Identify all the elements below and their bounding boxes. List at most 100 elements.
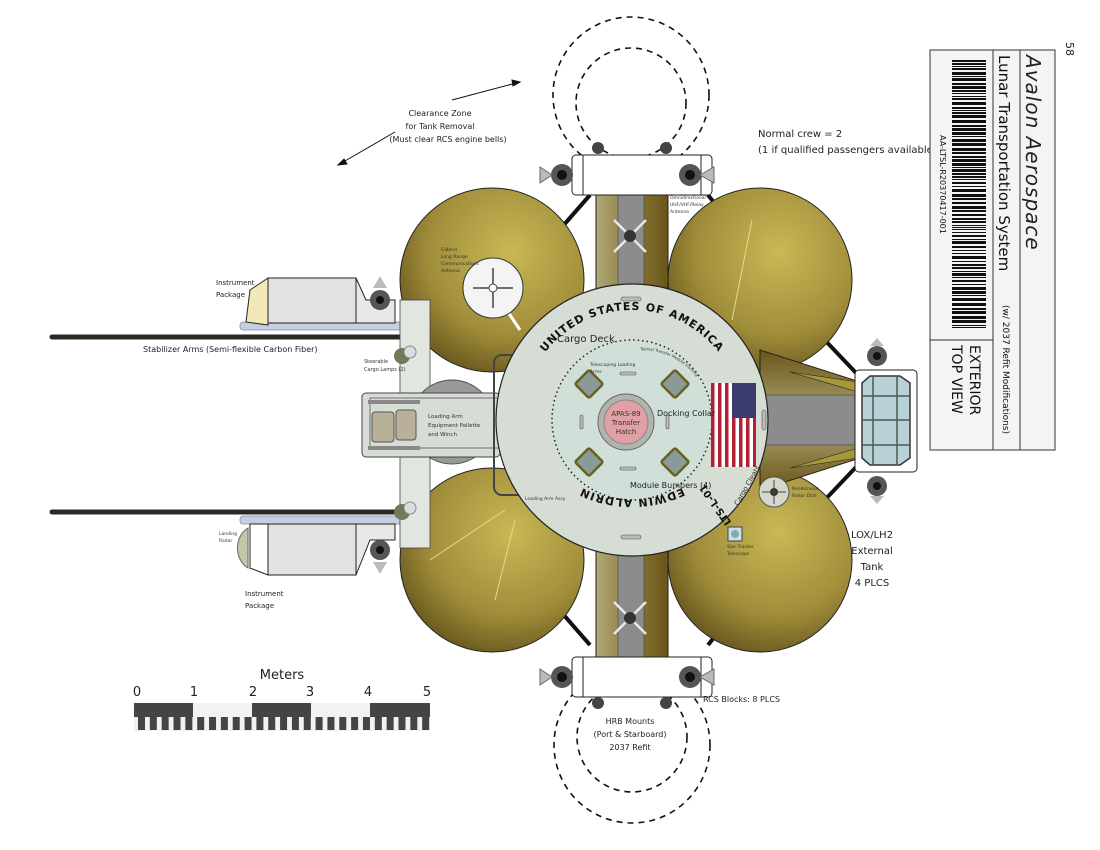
view-line-1: EXTERIOR [966,345,982,415]
barcode-bar [952,250,986,251]
cargo-deck [495,283,769,557]
scale-tooth [386,717,394,730]
svg-text:Loading Arm: Loading Arm [428,414,463,420]
page-number: 58 [1063,42,1076,56]
scale-tooth [161,717,169,730]
barcode-bar [952,303,986,306]
scale-tooth [256,717,264,730]
hrb-mounts-label: HRB Mounts(Port & Starboard)2037 Refit [594,717,667,752]
barcode-bar [952,156,986,158]
svg-text:(1 if qualified passengers ava: (1 if qualified passengers available) [758,145,937,156]
svg-text:S-Band: S-Band [441,247,457,253]
barcode-bar [952,210,986,212]
barcode-bar [952,83,986,85]
scale-tooth [244,717,252,730]
svg-text:Radar Dish: Radar Dish [792,493,817,499]
barcode-bar [952,186,986,187]
module-bumpers-label: Module Bumpers (4) [630,481,711,490]
barcode-bar [952,148,986,151]
barcode-bar [952,159,986,162]
svg-text:2037 Refit: 2037 Refit [609,743,650,752]
barcode-bar [952,246,986,248]
clearance-arrows [336,79,522,166]
barcode-bar [952,194,986,197]
svg-text:Instrument: Instrument [245,590,284,598]
instrument-package-upper [245,276,396,326]
scale-title: Meters [260,668,305,683]
scale-tick: 4 [364,685,372,700]
svg-text:UHF/VHF/Relay: UHF/VHF/Relay [670,202,704,208]
svg-text:Radar: Radar [219,538,232,544]
svg-text:Hatch: Hatch [616,428,637,436]
barcode-bar [952,206,986,209]
barcode-bar [952,60,986,62]
barcode-bar [952,308,986,310]
barcode [952,60,986,328]
svg-text:Normal crew = 2: Normal crew = 2 [758,129,842,140]
barcode-bar [952,182,986,184]
scale-tooth [268,717,276,730]
scale-tick: 1 [190,685,198,700]
barcode-bar [952,320,986,323]
barcode-bar [952,291,986,294]
barcode-bar [952,90,986,92]
barcode-bar [952,229,986,230]
scale-tooth [339,717,347,730]
barcode-bar [952,327,986,328]
scale-tooth [422,717,430,730]
barcode-bar [952,311,986,314]
barcode-bar [952,112,986,114]
scale-tick: 0 [133,685,141,700]
scale-tooth [209,717,217,730]
svg-text:for Tank Removal: for Tank Removal [406,122,475,131]
barcode-bar [952,115,986,118]
svg-text:Transfer: Transfer [611,419,640,427]
svg-text:External: External [851,546,893,557]
scale-tooth [351,717,359,730]
scale-tick: 3 [306,685,314,700]
barcode-bar [952,125,986,127]
view-line-2: TOP VIEW [948,344,964,414]
docking-collar-label: Docking Collar [657,409,716,418]
barcode-bar [952,169,986,172]
barcode-bar [952,253,986,254]
scale-tooth [410,717,418,730]
scale-tooth [138,717,145,730]
barcode-bar [952,63,986,65]
barcode-bar [952,128,986,131]
svg-text:Arms: Arms [590,369,602,375]
scale-tick: 5 [423,685,431,700]
crew-cabin [854,338,918,504]
barcode-bar [952,78,986,81]
barcode-bar [952,214,986,216]
barcode-bar [952,93,986,94]
barcode-bar [952,264,986,266]
barcode-bar [952,273,986,276]
scale-tooth [315,717,323,730]
svg-text:and Winch: and Winch [428,432,457,438]
svg-text:Omnidirectional: Omnidirectional [670,195,706,201]
title-block: AA-LTSL-R20370417-001 EXTERIOR TOP VIEW … [929,49,1056,451]
barcode-bar [952,167,986,168]
scale-tooth [374,717,382,730]
barcode-bar [952,189,986,192]
barcode-bar [952,98,986,100]
svg-text:Antenna: Antenna [441,268,460,274]
rcs-block-top [539,142,715,196]
strut-right [759,349,861,491]
module-bumpers [574,369,690,477]
scale-tooth [303,717,311,730]
svg-text:Tank: Tank [860,562,884,573]
svg-text:Package: Package [245,602,274,610]
svg-text:Clearance Zone: Clearance Zone [408,109,471,118]
s-band-antenna [462,257,524,331]
svg-text:Landing: Landing [219,531,237,537]
svg-text:Package: Package [216,291,245,299]
